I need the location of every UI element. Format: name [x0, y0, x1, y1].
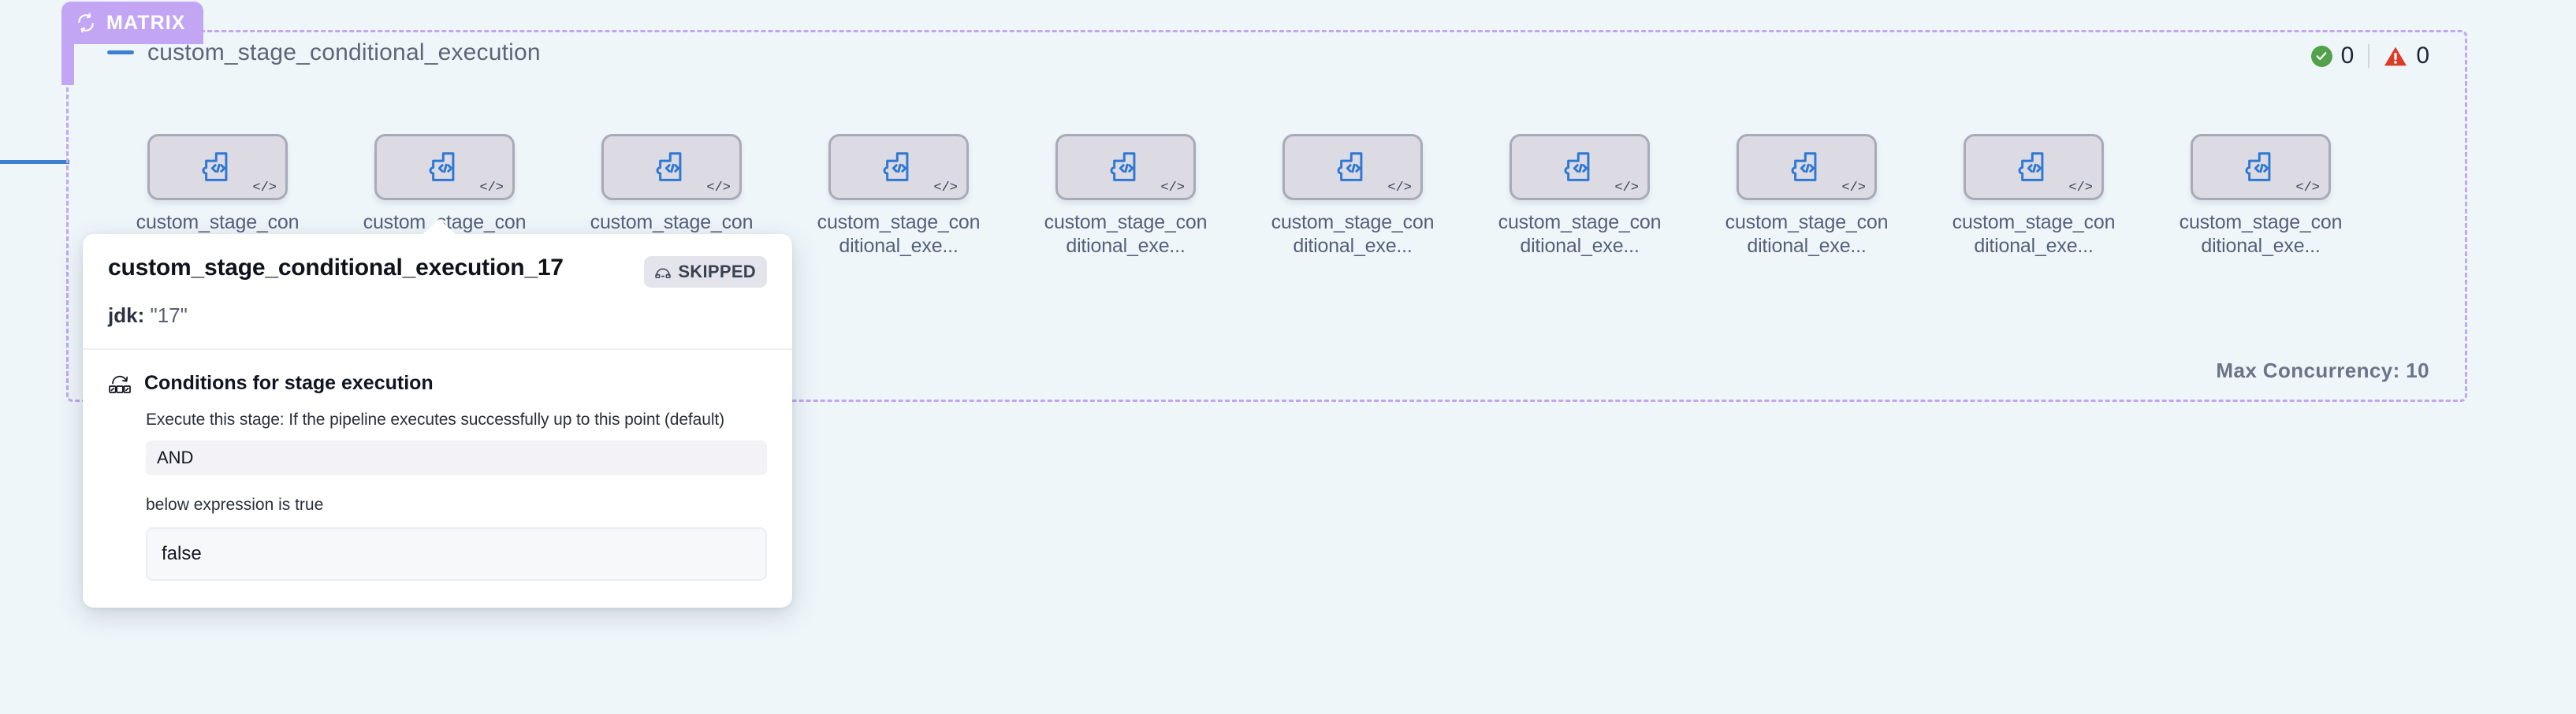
stage-node-6[interactable]: </> custom_stage_conditional_exe...: [1264, 134, 1441, 258]
loop-icon: [76, 13, 96, 33]
popover-header: custom_stage_conditional_execution_17 SK…: [83, 234, 792, 350]
stage-node-box[interactable]: </>: [2191, 134, 2331, 200]
skipped-icon: [655, 266, 671, 278]
custom-stage-plugin-icon: [1335, 149, 1371, 185]
stage-node-box[interactable]: </>: [1282, 134, 1423, 200]
stage-node-label: custom_stage_conditional_exe...: [817, 211, 981, 257]
custom-stage-plugin-icon: [880, 149, 917, 185]
matrix-axis-val: "17": [150, 303, 188, 327]
stage-details-popover: custom_stage_conditional_execution_17 SK…: [83, 219, 792, 608]
status-counters: 0 0: [2310, 43, 2429, 69]
matrix-group-header: custom_stage_conditional_execution 0: [66, 30, 2467, 79]
condition-expression-field[interactable]: false: [146, 527, 767, 581]
status-badge-label: SKIPPED: [678, 262, 756, 281]
stage-node-label: custom_stage_conditional_exe...: [1725, 211, 1889, 257]
code-brackets-icon: </>: [1614, 180, 1639, 195]
stage-node-1[interactable]: </>custom_stage_conditional_exe...: [129, 134, 306, 258]
popover-body: Conditions for stage execution Execute t…: [83, 350, 792, 608]
popover-title: custom_stage_conditional_execution_17: [108, 255, 564, 281]
code-brackets-icon: </>: [933, 180, 958, 195]
success-counter: 0: [2310, 43, 2355, 69]
custom-stage-plugin-icon: [1107, 149, 1144, 185]
stage-node-4[interactable]: </> custom_stage_conditional_exe...: [810, 134, 987, 258]
popover-arrow: [422, 219, 456, 235]
matrix-group-title: custom_stage_conditional_execution: [147, 39, 541, 65]
max-concurrency-label: Max Concurrency: 10: [2216, 359, 2429, 382]
code-brackets-icon: </>: [1160, 180, 1185, 195]
conditional-execution-icon: [108, 373, 132, 395]
counter-divider: [2368, 44, 2370, 68]
code-brackets-icon: </>: [706, 180, 731, 195]
stage-node-box[interactable]: </>: [1509, 134, 1650, 200]
status-badge: SKIPPED: [644, 256, 767, 288]
conditions-heading-row: Conditions for stage execution: [108, 372, 767, 395]
code-brackets-icon: </>: [1841, 180, 1866, 195]
stage-node-10[interactable]: </> custom_stage_conditional_exe...: [2172, 134, 2349, 258]
code-brackets-icon: </>: [2295, 180, 2320, 195]
condition-operator-field[interactable]: AND: [146, 441, 767, 475]
stage-node-box[interactable]: </>: [1737, 134, 1877, 200]
stage-node-label: custom_stage_conditional_exe...: [1271, 211, 1435, 257]
stage-node-box[interactable]: </>: [1055, 134, 1196, 200]
custom-stage-plugin-icon: [653, 149, 690, 185]
conditions-description: Execute this stage: If the pipeline exec…: [146, 411, 725, 429]
code-brackets-icon: </>: [1387, 180, 1412, 195]
stage-node-box[interactable]: </>: [1964, 134, 2104, 200]
check-circle-icon: [2310, 45, 2332, 67]
warning-count: 0: [2416, 43, 2429, 69]
stage-node-box[interactable]: </>: [374, 134, 515, 200]
custom-stage-plugin-icon: [2016, 149, 2052, 185]
stage-node-box[interactable]: </>: [828, 134, 969, 200]
success-count: 0: [2340, 43, 2355, 69]
stage-node-8[interactable]: </> custom_stage_conditional_exe...: [1718, 134, 1895, 258]
code-brackets-icon: </>: [479, 180, 504, 195]
custom-stage-plugin-icon: [199, 149, 236, 185]
stage-node-5[interactable]: </> custom_stage_conditional_exe...: [1037, 134, 1214, 258]
stage-node-label: custom_stage_conditional_exe...: [1498, 211, 1662, 257]
warning-triangle-icon: [2384, 46, 2407, 67]
conditions-heading: Conditions for stage execution: [144, 372, 434, 394]
warning-counter: 0: [2384, 43, 2429, 69]
matrix-axis-value: jdk: "17": [108, 303, 767, 328]
custom-stage-plugin-icon: [426, 149, 463, 185]
incoming-edge: [0, 160, 69, 164]
stage-node-box[interactable]: </>: [601, 134, 742, 200]
minus-icon[interactable]: [107, 50, 134, 54]
stage-node-label: custom_stage_conditional_exe...: [1044, 211, 1208, 257]
stage-node-9[interactable]: </> custom_stage_conditional_exe...: [1945, 134, 2122, 258]
stage-node-box[interactable]: </>: [147, 134, 288, 200]
matrix-badge: MATRIX: [61, 2, 203, 44]
stage-node-label: custom_stage_conditional_exe...: [2179, 211, 2343, 257]
custom-stage-plugin-icon: [2243, 149, 2279, 185]
matrix-axis-key: jdk:: [108, 303, 145, 327]
condition-expression-label: below expression is true: [146, 496, 324, 514]
matrix-group-border: [66, 30, 2467, 402]
custom-stage-plugin-icon: [1562, 149, 1598, 185]
code-brackets-icon: </>: [2068, 180, 2093, 195]
matrix-badge-label: MATRIX: [106, 11, 186, 34]
custom-stage-plugin-icon: [1789, 149, 1825, 185]
stage-node-7[interactable]: </> custom_stage_conditional_exe...: [1491, 134, 1668, 258]
code-brackets-icon: </>: [252, 180, 277, 195]
stage-node-label: custom_stage_conditional_exe...: [1952, 211, 2116, 257]
